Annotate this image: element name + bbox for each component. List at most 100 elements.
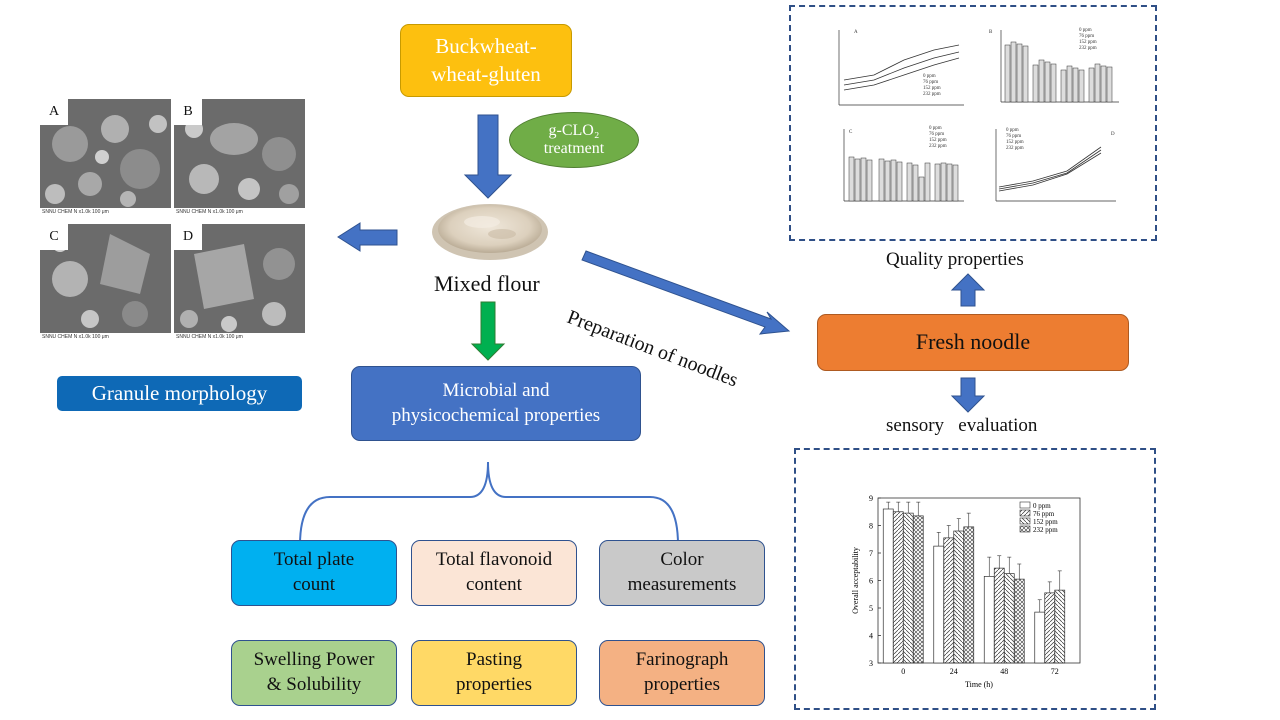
quality-legend-b-0: 0 ppm (1079, 28, 1092, 33)
sensory-bar (1013, 578, 1025, 664)
sensory-bar (983, 576, 995, 664)
property-box-total-plate-count: Total plate count (231, 540, 397, 606)
quality-legend-c-1: 76 ppm (929, 132, 945, 137)
sem-letter-c: C (40, 224, 68, 250)
quality-letter-c: C (849, 130, 853, 135)
legend-swatch (1019, 525, 1031, 533)
fresh-noodle-label: Fresh noodle (915, 329, 1031, 355)
quality-letter-b: B (989, 30, 993, 35)
quality-legend-c-3: 232 ppm (929, 144, 947, 149)
diagonal-arrow-noodles (581, 250, 791, 335)
quality-legend-a-1: 76 ppm (923, 80, 939, 85)
x-axis-label: Time (h) (965, 680, 993, 689)
flour-plate-image (432, 204, 548, 260)
quality-letter-a: A (854, 30, 858, 35)
up-arrow-quality (950, 273, 986, 307)
mixed-flour-label: Mixed flour (434, 271, 540, 296)
property-box-color-measurements: Color measurements (599, 540, 765, 606)
property-label-1: Total flavonoid content (435, 549, 553, 595)
sensory-bar (963, 526, 975, 664)
property-label-4: Pasting properties (456, 649, 532, 695)
sem-image-b: B SNNU CHEM N x1.0k 100 μm (174, 99, 305, 216)
sem-letter-a: A (40, 99, 68, 125)
quality-legend-c-0: 0 ppm (929, 126, 942, 131)
quality-chart-d (995, 129, 1116, 202)
quality-legend-b-1: 76 ppm (1079, 34, 1095, 39)
left-arrow-sem (337, 222, 398, 252)
buckwheat-label: Buckwheat- wheat-gluten (431, 34, 541, 86)
property-label-3: Swelling Power & Solubility (253, 649, 375, 695)
quality-chart-b (1000, 30, 1119, 103)
down-arrow-sensory (950, 377, 986, 413)
x-tick-label: 0 (901, 667, 905, 676)
property-label-5: Farinograph properties (635, 649, 729, 695)
legend-label: 232 ppm (1033, 526, 1058, 534)
down-arrow-green (470, 301, 506, 361)
property-box-swelling-power: Swelling Power & Solubility (231, 640, 397, 706)
sensory-bar (1044, 592, 1056, 664)
quality-legend-c-2: 152 ppm (929, 138, 947, 143)
sem-image-a: A SNNU CHEM N x1.0k 100 μm (40, 99, 171, 216)
quality-legend-b-2: 152 ppm (1079, 40, 1097, 45)
y-axis-label: Overall acceptability (851, 547, 860, 614)
legend-label: 0 ppm (1033, 502, 1051, 510)
fresh-noodle-box: Fresh noodle (817, 314, 1129, 371)
quality-legend-d-3: 232 ppm (1006, 146, 1024, 151)
quality-chart-c (843, 129, 964, 202)
sensory-bar (902, 512, 914, 664)
sem-footer-b: SNNU CHEM N x1.0k 100 μm (174, 208, 305, 216)
y-tick-label: 3 (869, 659, 873, 668)
x-tick-label: 24 (950, 667, 958, 676)
y-tick-label: 4 (869, 632, 873, 641)
sensory-bar (1003, 573, 1015, 664)
sensory-bar (882, 508, 894, 664)
sem-image-d: D SNNU CHEM N x1.0k 100 μm (174, 224, 305, 341)
quality-chart-a (838, 30, 964, 106)
sensory-bar (1054, 589, 1066, 664)
legend-swatch (1019, 517, 1031, 525)
granule-morphology-label: Granule morphology (91, 380, 268, 405)
buckwheat-wheat-gluten-box: Buckwheat- wheat-gluten (400, 24, 572, 97)
sensory-evaluation-label: sensory evaluation (886, 415, 1038, 436)
quality-legend-a-2: 152 ppm (923, 86, 941, 91)
y-tick-label: 6 (869, 577, 873, 586)
quality-charts-panel: A 0 ppm 76 ppm 152 ppm 232 ppm B 0 ppm 7… (819, 20, 1123, 218)
sensory-bar (943, 537, 955, 664)
sem-footer-d: SNNU CHEM N x1.0k 100 μm (174, 333, 305, 341)
sensory-bar (953, 530, 965, 664)
sem-letter-b: B (174, 99, 202, 125)
y-tick-label: 7 (869, 549, 873, 558)
quality-legend-d-2: 152 ppm (1006, 140, 1024, 145)
property-box-pasting: Pasting properties (411, 640, 577, 706)
quality-legend-d-0: 0 ppm (1006, 128, 1019, 133)
quality-legend-b-3: 232 ppm (1079, 46, 1097, 51)
quality-properties-label: Quality properties (886, 249, 1024, 270)
sensory-bar (1034, 611, 1046, 664)
y-tick-label: 9 (869, 494, 873, 503)
curly-brace (299, 461, 679, 546)
quality-properties-frame (789, 5, 1157, 241)
y-tick-label: 8 (869, 522, 873, 531)
legend-label: 76 ppm (1033, 510, 1055, 518)
quality-legend-a-3: 232 ppm (923, 92, 941, 97)
x-tick-label: 72 (1051, 667, 1059, 676)
granule-morphology-box: Granule morphology (57, 376, 302, 411)
down-arrow-main (463, 114, 513, 199)
sensory-bar (912, 515, 924, 664)
property-box-farinograph: Farinograph properties (599, 640, 765, 706)
legend-label: 152 ppm (1033, 518, 1058, 526)
property-box-total-flavonoid: Total flavonoid content (411, 540, 577, 606)
sem-footer-a: SNNU CHEM N x1.0k 100 μm (40, 208, 171, 216)
sensory-bar (993, 567, 1005, 664)
gclo2-treatment-ellipse: g-CLO₂ treatment (509, 112, 639, 168)
sensory-bar (933, 545, 945, 664)
quality-legend-d-1: 76 ppm (1006, 134, 1022, 139)
x-tick-label: 48 (1000, 667, 1008, 676)
treatment-label: g-CLO₂ treatment (543, 121, 605, 157)
sem-letter-d: D (174, 224, 202, 250)
quality-legend-a-0: 0 ppm (923, 74, 936, 79)
property-label-0: Total plate count (273, 549, 355, 595)
legend-swatch (1019, 509, 1031, 517)
